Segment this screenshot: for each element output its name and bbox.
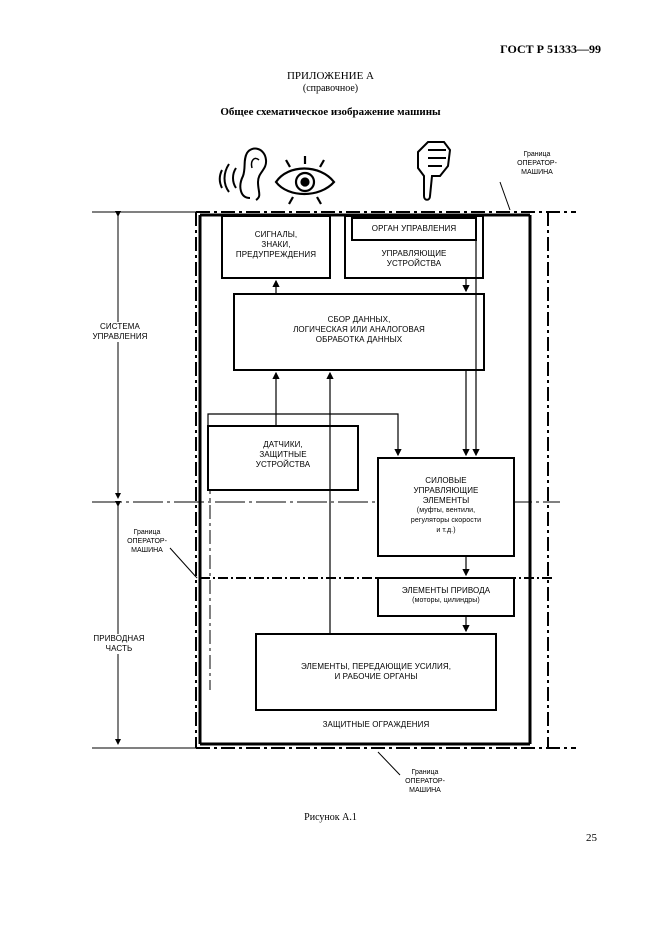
box-power-elements: СИЛОВЫЕ УПРАВЛЯЮЩИЕ ЭЛЕМЕНТЫ (муфты, вен… xyxy=(410,476,482,534)
box-control-organ: ОРГАН УПРАВЛЕНИЯ xyxy=(371,224,457,233)
appendix-title: ПРИЛОЖЕНИЕ А xyxy=(286,70,374,82)
appendix-subtitle: (справочное) xyxy=(302,83,359,94)
box-data-processing: СБОР ДАННЫХ, ЛОГИЧЕСКАЯ ИЛИ АНАЛОГОВАЯ О… xyxy=(293,315,425,344)
box-transfer-elements: ЭЛЕМЕНТЫ, ПЕРЕДАЮЩИЕ УСИЛИЯ, И РАБОЧИЕ О… xyxy=(300,662,452,681)
box-control-devices: УПРАВЛЯЮЩИЕ УСТРОЙСТВА xyxy=(381,249,447,268)
border-label-top: Граница ОПЕРАТОР- МАШИНА xyxy=(517,151,557,176)
figure-caption: Рисунок А.1 xyxy=(304,812,357,823)
border-label-left: Граница ОПЕРАТОР- МАШИНА xyxy=(127,529,167,554)
pointing-hand-icon xyxy=(417,141,452,201)
guards-label: ЗАЩИТНЫЕ ОГРАЖДЕНИЯ xyxy=(322,720,430,729)
eye-icon xyxy=(274,156,336,205)
zone-control-label: СИСТЕМА УПРАВЛЕНИЯ xyxy=(80,322,160,342)
page-number: 25 xyxy=(586,832,597,844)
box-sensors: ДАТЧИКИ, ЗАЩИТНЫЕ УСТРОЙСТВА xyxy=(255,440,311,469)
section-title: Общее схематическое изображение машины xyxy=(220,106,441,118)
border-label-bottom: Граница ОПЕРАТОР- МАШИНА xyxy=(405,769,445,794)
box-drive-elements: ЭЛЕМЕНТЫ ПРИВОДА (моторы, цилиндры) xyxy=(401,586,491,604)
ear-icon xyxy=(218,147,268,201)
zone-drive-label: ПРИВОДНАЯ ЧАСТЬ xyxy=(84,634,154,654)
standard-number: ГОСТ Р 51333—99 xyxy=(500,42,601,56)
box-signals: СИГНАЛЫ, ЗНАКИ, ПРЕДУПРЕЖДЕНИЯ xyxy=(235,230,317,259)
